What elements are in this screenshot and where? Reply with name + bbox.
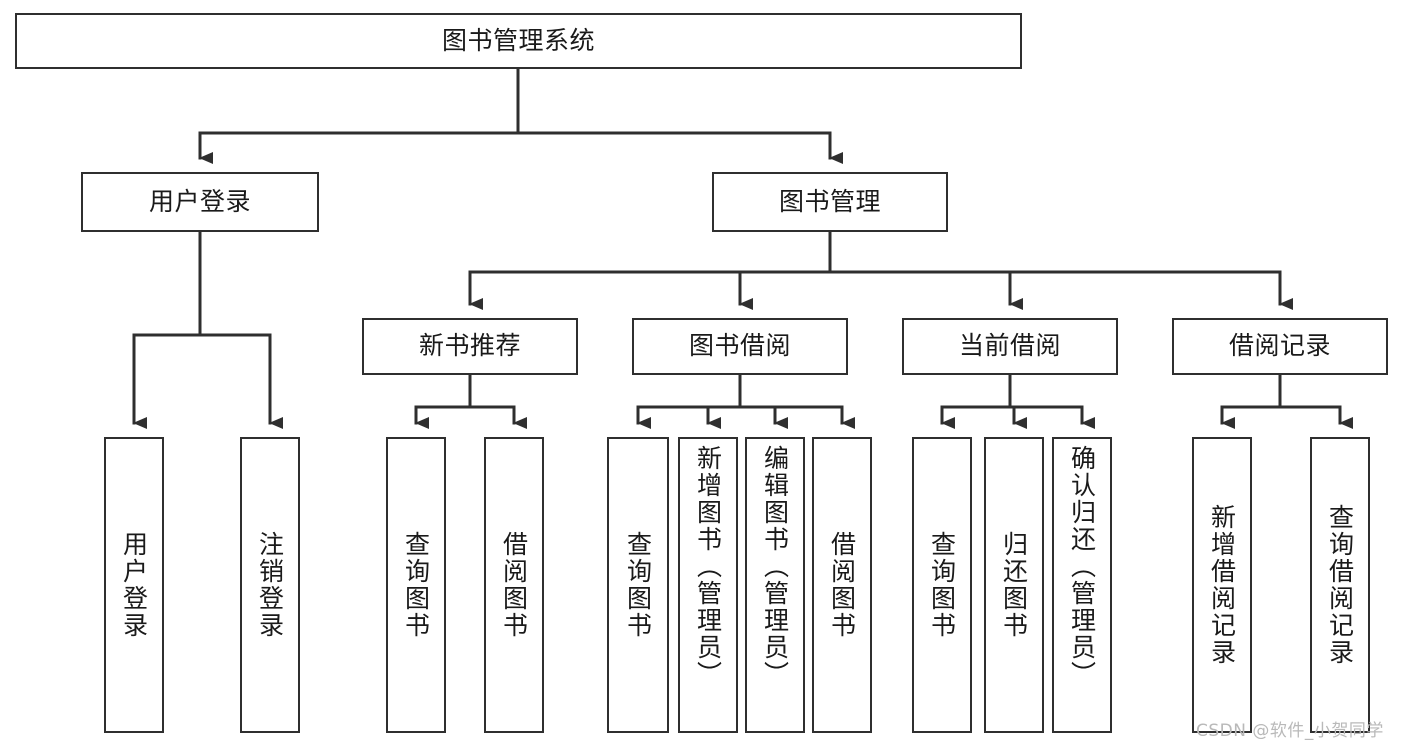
node-root[interactable]: 图书管理系统 [15, 13, 1022, 69]
node-leaf-borrow-book-2-label: 借阅图书 [827, 531, 857, 639]
node-leaf-borrow-book-1-label: 借阅图书 [499, 531, 529, 639]
node-leaf-query-book-3-label: 查询图书 [927, 531, 957, 639]
node-leaf-confirm-return-admin-label: 确认归还（管理员） [1067, 445, 1097, 688]
node-root-label: 图书管理系统 [441, 25, 595, 55]
node-leaf-borrow-book-1[interactable]: 借阅图书 [484, 437, 544, 733]
node-book-manage[interactable]: 图书管理 [712, 172, 948, 232]
node-book-manage-label: 图书管理 [778, 186, 881, 216]
node-leaf-logout[interactable]: 注销登录 [240, 437, 300, 733]
node-leaf-edit-book-admin[interactable]: 编辑图书（管理员） [745, 437, 805, 733]
node-leaf-user-login-label: 用户登录 [119, 531, 149, 639]
node-leaf-add-book-admin[interactable]: 新增图书（管理员） [678, 437, 738, 733]
node-new-book-recommend[interactable]: 新书推荐 [362, 318, 578, 375]
node-leaf-add-book-admin-label: 新增图书（管理员） [693, 445, 723, 688]
node-leaf-user-login[interactable]: 用户登录 [104, 437, 164, 733]
node-book-borrow-label: 图书借阅 [688, 331, 791, 361]
node-leaf-query-book-1[interactable]: 查询图书 [386, 437, 446, 733]
node-borrow-record-label: 借阅记录 [1228, 331, 1331, 361]
node-current-borrow-label: 当前借阅 [958, 331, 1061, 361]
node-current-borrow[interactable]: 当前借阅 [902, 318, 1118, 375]
node-leaf-query-book-2-label: 查询图书 [623, 531, 653, 639]
node-leaf-return-book[interactable]: 归还图书 [984, 437, 1044, 733]
node-leaf-query-book-3[interactable]: 查询图书 [912, 437, 972, 733]
node-leaf-return-book-label: 归还图书 [999, 531, 1029, 639]
node-book-borrow[interactable]: 图书借阅 [632, 318, 848, 375]
node-borrow-record[interactable]: 借阅记录 [1172, 318, 1388, 375]
node-leaf-confirm-return-admin[interactable]: 确认归还（管理员） [1052, 437, 1112, 733]
node-leaf-query-borrow-record[interactable]: 查询借阅记录 [1310, 437, 1370, 733]
node-leaf-add-borrow-record-label: 新增借阅记录 [1207, 504, 1237, 666]
node-leaf-query-book-2[interactable]: 查询图书 [607, 437, 669, 733]
node-leaf-logout-label: 注销登录 [255, 531, 285, 639]
node-user-login-label: 用户登录 [148, 186, 251, 216]
node-new-book-recommend-label: 新书推荐 [418, 331, 521, 361]
node-leaf-query-book-1-label: 查询图书 [401, 531, 431, 639]
node-user-login[interactable]: 用户登录 [81, 172, 319, 232]
node-leaf-query-borrow-record-label: 查询借阅记录 [1325, 504, 1355, 666]
csdn-watermark: CSDN @软件_小贺同学 [1196, 721, 1384, 741]
node-leaf-edit-book-admin-label: 编辑图书（管理员） [760, 445, 790, 688]
node-leaf-borrow-book-2[interactable]: 借阅图书 [812, 437, 872, 733]
node-leaf-add-borrow-record[interactable]: 新增借阅记录 [1192, 437, 1252, 733]
